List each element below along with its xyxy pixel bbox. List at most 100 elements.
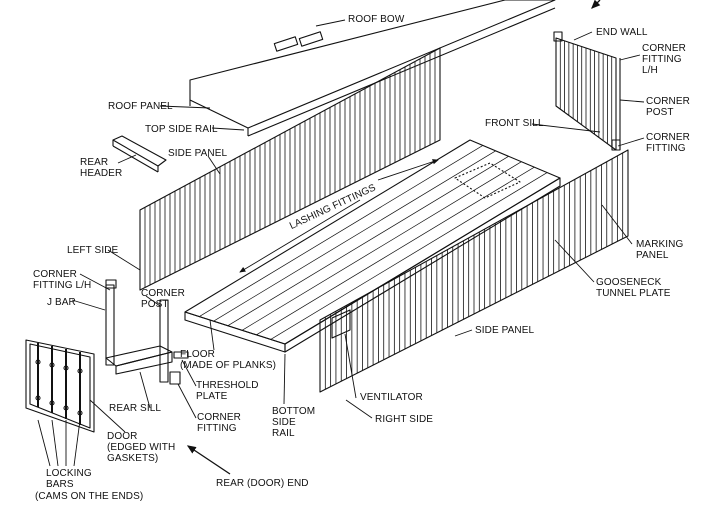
locking-cam-low [77, 410, 83, 416]
corner-post-left-shape [105, 284, 115, 366]
gooseneck-plate-shape [454, 162, 521, 199]
label-corner-fitting-right: CORNER FITTING [646, 132, 690, 154]
rear-sill-shape [105, 345, 173, 367]
leader-line-1 [573, 31, 593, 41]
locking-cam [49, 362, 55, 368]
label-corner-fitting-lh-top: CORNER FITTING L/H [642, 43, 686, 76]
label-corner-post-right: CORNER POST [646, 96, 690, 118]
label-door: DOOR (EDGED WITH GASKETS) [107, 431, 176, 464]
floor-plank-line [270, 172, 548, 340]
left-side-corrugation [144, 50, 436, 288]
roof-bow-shape [273, 36, 299, 52]
label-ventilator: VENTILATOR [360, 392, 423, 403]
leader-line-5 [211, 127, 245, 131]
lashing-arrow-right [377, 159, 439, 181]
label-rear-header: REAR HEADER [80, 157, 123, 179]
door-gasket [29, 343, 91, 429]
label-corner-fitting-bottom: CORNER FITTING [197, 412, 241, 434]
leader-line-25 [37, 419, 51, 467]
lashing-arrow-left [239, 199, 361, 273]
leader-line-8 [117, 154, 137, 164]
label-roof-panel: ROOF PANEL [108, 101, 173, 112]
leader-line-21 [283, 353, 286, 405]
label-right-side: RIGHT SIDE [375, 414, 434, 425]
label-end-wall: END WALL [596, 27, 648, 38]
end-wall-corrugation [559, 39, 613, 147]
label-roof-bow: ROOF BOW [348, 14, 405, 25]
label-locking-bars: LOCKING BARS [46, 468, 92, 490]
leader-line-12 [79, 273, 111, 291]
floor-plank-line [213, 150, 496, 322]
locking-cam-low [63, 405, 69, 411]
locking-cam-low [35, 395, 41, 401]
label-side-panel-bottom: SIDE PANEL [475, 325, 535, 336]
leader-line-11 [601, 204, 633, 245]
rear-header-shape [112, 135, 167, 167]
label-rear-door-end: REAR (DOOR) END [216, 478, 309, 489]
leader-line-24 [89, 399, 126, 433]
label-top-side-rail: TOP SIDE RAIL [145, 124, 218, 135]
locking-cam [77, 368, 83, 374]
door-shape [25, 339, 95, 433]
leader-line-17 [209, 319, 215, 351]
rear-sill-front [115, 351, 173, 375]
label-bottom-side-rail: BOTTOM SIDE RAIL [272, 406, 316, 439]
corner-fitting-top-shape [553, 31, 563, 42]
label-j-bar: J BAR [47, 297, 76, 308]
leader-line-4 [619, 99, 645, 103]
label-threshold: THRESHOLD PLATE [196, 380, 259, 402]
rear-end-arrow [186, 445, 231, 475]
leader-line-9 [207, 155, 221, 175]
leader-line-0 [315, 19, 346, 27]
leader-line-20 [139, 371, 151, 409]
leader-line-2 [619, 54, 641, 61]
corner-post-right-rear-shape [159, 299, 169, 383]
leader-line-26 [51, 419, 59, 467]
right-side-corrugation [324, 152, 624, 390]
leader-line-10 [107, 249, 141, 271]
floor-plank-line [227, 155, 509, 327]
threshold-plate-shape [173, 351, 189, 359]
label-left-side: LEFT SIDE [67, 245, 119, 256]
locking-cam [63, 365, 69, 371]
floor-plank-line [256, 166, 535, 336]
locking-cam [35, 359, 41, 365]
floor-plank-line [199, 145, 484, 317]
label-floor: FLOOR (MADE OF PLANKS) [180, 349, 277, 371]
corner-fitting-bottom-shape [169, 371, 181, 385]
label-corner-fitting-lh-left: CORNER FITTING L/H [33, 269, 92, 291]
leader-line-6 [531, 123, 601, 133]
label-rear-sill: REAR SILL [109, 403, 162, 414]
label-gooseneck: GOOSENECK TUNNEL PLATE [596, 277, 671, 299]
corner-fitting-lh-left-shape [105, 279, 117, 289]
label-marking-panel: MARKING PANEL [636, 239, 684, 261]
label-side-panel-top: SIDE PANEL [168, 148, 228, 159]
bottom-side-rail-shape [284, 177, 561, 353]
floor-shape [184, 139, 561, 345]
leader-line-15 [145, 295, 161, 307]
locking-cam-low [49, 400, 55, 406]
leader-line-23 [345, 399, 373, 419]
label-front-sill: FRONT SILL [485, 118, 544, 129]
leader-line-22 [177, 383, 197, 419]
roof-panel-shape [189, 0, 556, 129]
leader-line-19 [344, 333, 357, 399]
leader-line-18 [181, 359, 197, 387]
roof-bow-shape-2 [298, 31, 324, 47]
leader-line-28 [73, 419, 81, 467]
ventilator-shape [331, 309, 351, 339]
leader-line-13 [554, 239, 595, 283]
top-side-rail-shape [247, 7, 556, 137]
label-corner-post-left: CORNER POST [141, 288, 185, 310]
front-end-arrow [591, 0, 601, 9]
floor-plank-line [241, 161, 522, 331]
right-side-panel-shape [319, 149, 629, 393]
leader-line-3 [159, 105, 211, 109]
leader-line-7 [617, 137, 645, 147]
floor-front-edge [184, 311, 286, 353]
label-cams: (CAMS ON THE ENDS) [35, 491, 144, 502]
leader-line-14 [71, 299, 106, 311]
leader-line-16 [454, 329, 473, 337]
